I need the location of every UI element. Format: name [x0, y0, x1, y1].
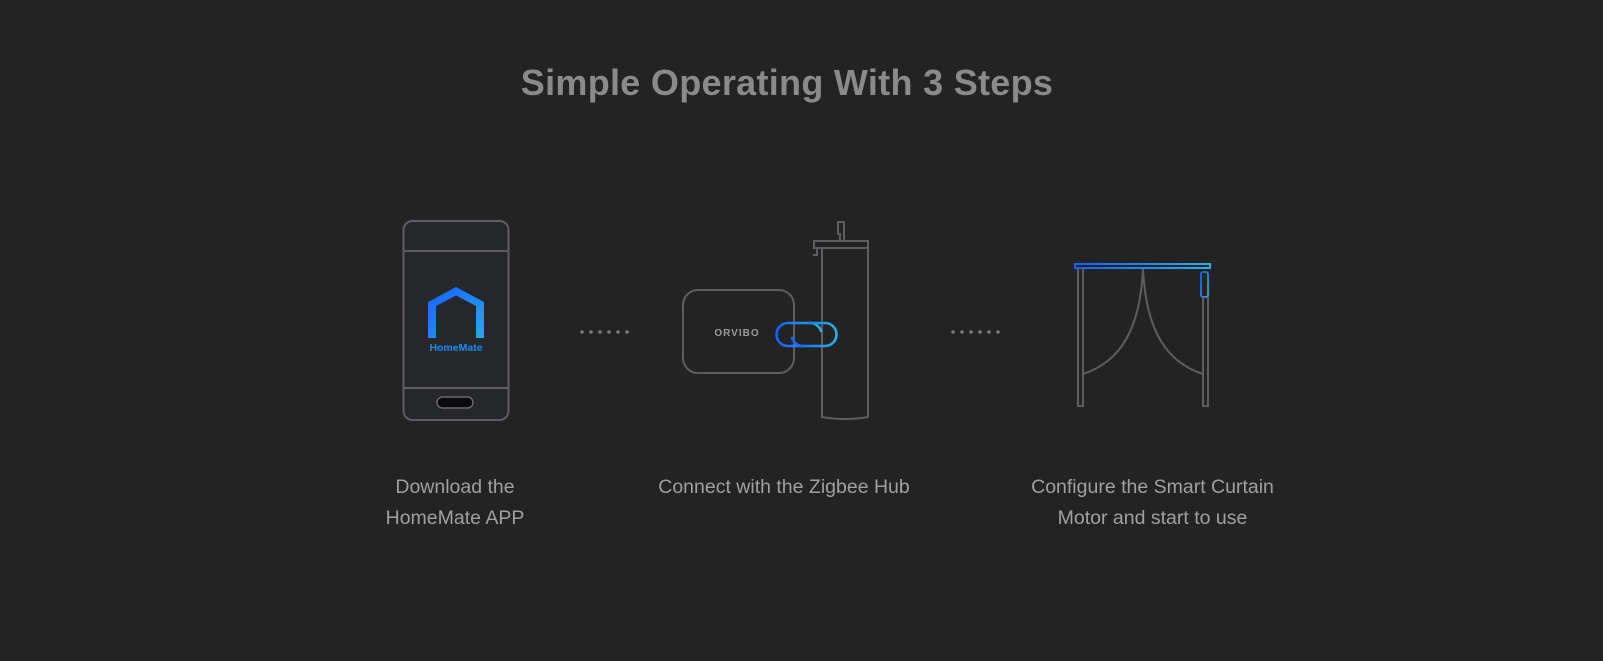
step-1-caption-line-1: Download the	[395, 476, 515, 498]
step-3-caption: Configure the Smart Curtain Motor and st…	[1000, 472, 1305, 534]
page-title: Simple Operating With 3 Steps	[520, 62, 1054, 103]
step-3-caption-line-2: Motor and start to use	[1057, 507, 1248, 529]
step-2-caption: Connect with the Zigbee Hub	[604, 472, 964, 503]
step-1-caption: Download the HomeMate APP	[305, 472, 605, 534]
homemate-logo-icon: HomeMate	[428, 287, 484, 354]
homemate-logo-text: HomeMate	[429, 342, 482, 354]
step-3-caption-line-1: Configure the Smart Curtain	[1031, 476, 1274, 498]
curtain-icon	[1074, 263, 1211, 407]
step-2-caption-line-1: Connect with the Zigbee Hub	[658, 476, 910, 498]
dotted-connector-2	[951, 330, 1000, 334]
step-1-caption-line-2: HomeMate APP	[385, 507, 525, 529]
hub-brand-text: ORVIBO	[714, 328, 759, 339]
dotted-connector-1	[580, 330, 629, 334]
curtain-motor-tube-icon	[813, 221, 869, 420]
link-icon	[775, 321, 838, 348]
zigbee-hub-icon: ORVIBO	[682, 289, 795, 374]
phone-icon	[402, 220, 510, 421]
